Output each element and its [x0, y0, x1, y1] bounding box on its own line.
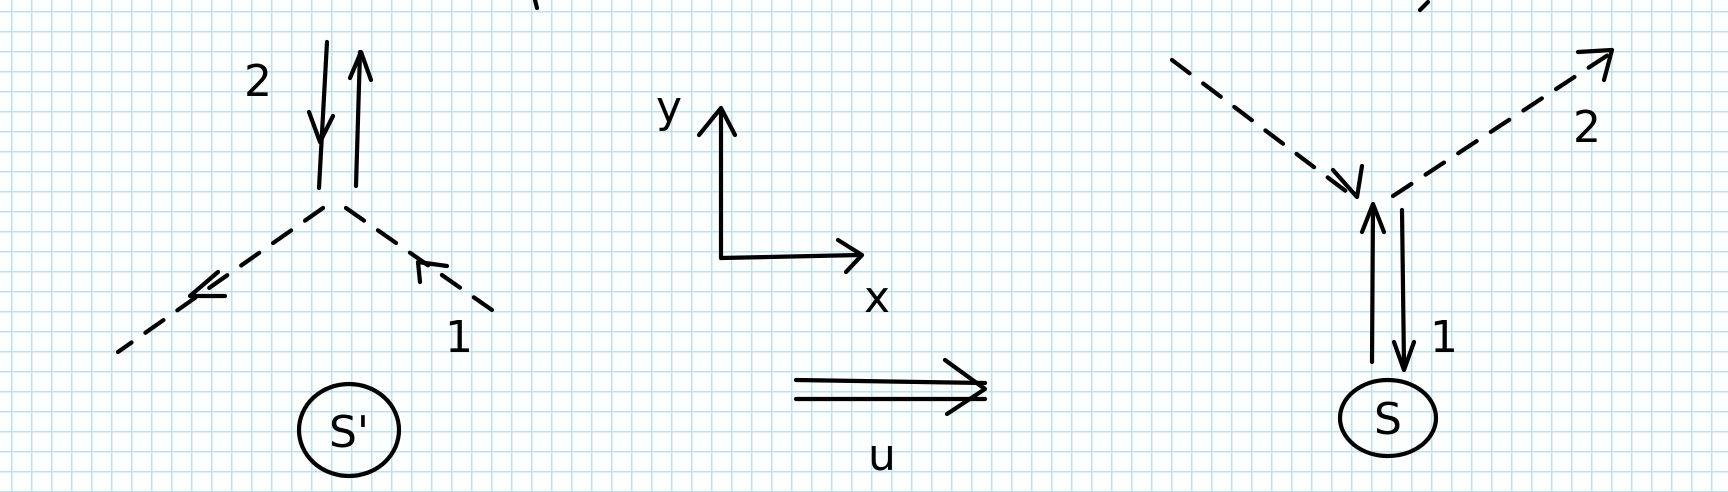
particle-1-incoming-arrow [1391, 207, 1417, 373]
y-axis-label: y [656, 82, 682, 133]
y-axis-arrowhead [696, 105, 738, 138]
x-axis-label: x [864, 272, 890, 323]
frame-rest-label: S [1374, 394, 1402, 445]
particle-1-label: 1 [1430, 312, 1458, 363]
top-edge-mark-right [1417, 0, 1431, 13]
particle-2-label: 2 [1573, 102, 1601, 153]
frame-rest-circle [1337, 377, 1439, 459]
particle-1-label: 1 [445, 312, 473, 363]
particle-outgoing-dashed-arrow [115, 205, 326, 355]
frame-rest-diagram: 2 1 S [1169, 47, 1615, 459]
frame-primed-circle [296, 381, 402, 479]
top-edge-mark-left [532, 0, 540, 11]
particle-1-incoming-dashed-arrow [343, 205, 495, 313]
particle-2-outgoing-arrow [347, 49, 374, 189]
particle-2-outgoing-dashed-arrow [1390, 47, 1615, 199]
frame-primed-label: S' [329, 407, 369, 458]
particle-1-outgoing-arrow [1359, 201, 1387, 365]
frame-primed-diagram: 2 1 S' [115, 39, 495, 479]
particle-2-label: 2 [244, 56, 272, 107]
x-axis-line [718, 252, 863, 261]
boost-arrow: u [793, 357, 988, 481]
particle-incoming-dashed-arrow [1169, 57, 1365, 201]
coordinate-axes: y x [656, 82, 890, 323]
x-axis-arrowhead [835, 237, 865, 275]
boost-label: u [868, 430, 896, 481]
particle-2-incoming-arrow [306, 39, 336, 191]
